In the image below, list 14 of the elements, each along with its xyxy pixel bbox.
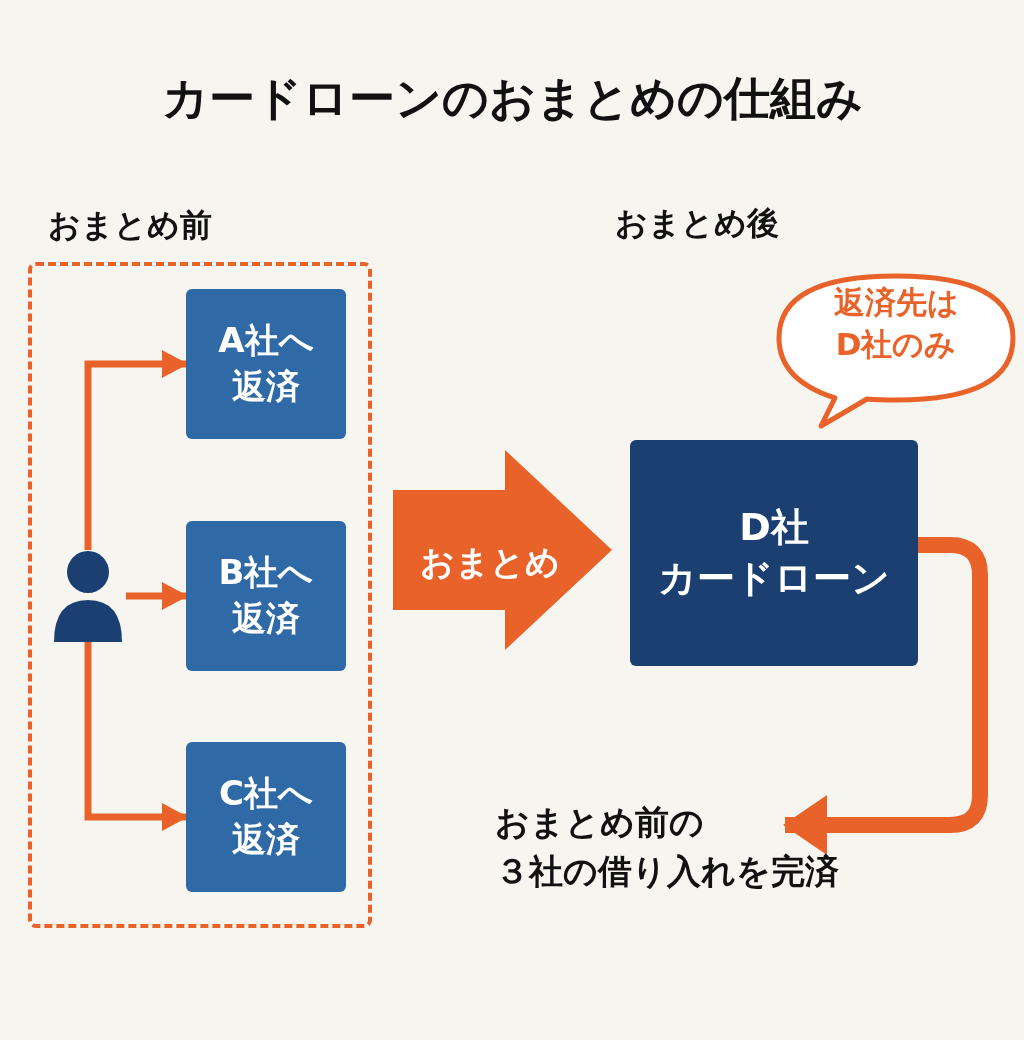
title: カードローンのおまとめの仕組み: [160, 70, 864, 127]
edge-label: おまとめ: [419, 541, 561, 584]
arrow: [84, 642, 188, 831]
arrow: [393, 450, 612, 650]
section-heading: おまとめ後: [615, 203, 779, 244]
note-text: おまとめ前の３社の借り入れを完済: [495, 798, 935, 902]
process-box: A社へ返済: [186, 289, 346, 439]
person-icon: [52, 550, 124, 642]
process-box: B社へ返済: [186, 521, 346, 671]
speech-bubble: 返済先はD社のみ: [775, 272, 1017, 430]
process-box: C社へ返済: [186, 742, 346, 892]
arrow: [84, 350, 188, 550]
section-heading: おまとめ前: [48, 205, 212, 246]
process-box: D社カードローン: [630, 440, 918, 666]
